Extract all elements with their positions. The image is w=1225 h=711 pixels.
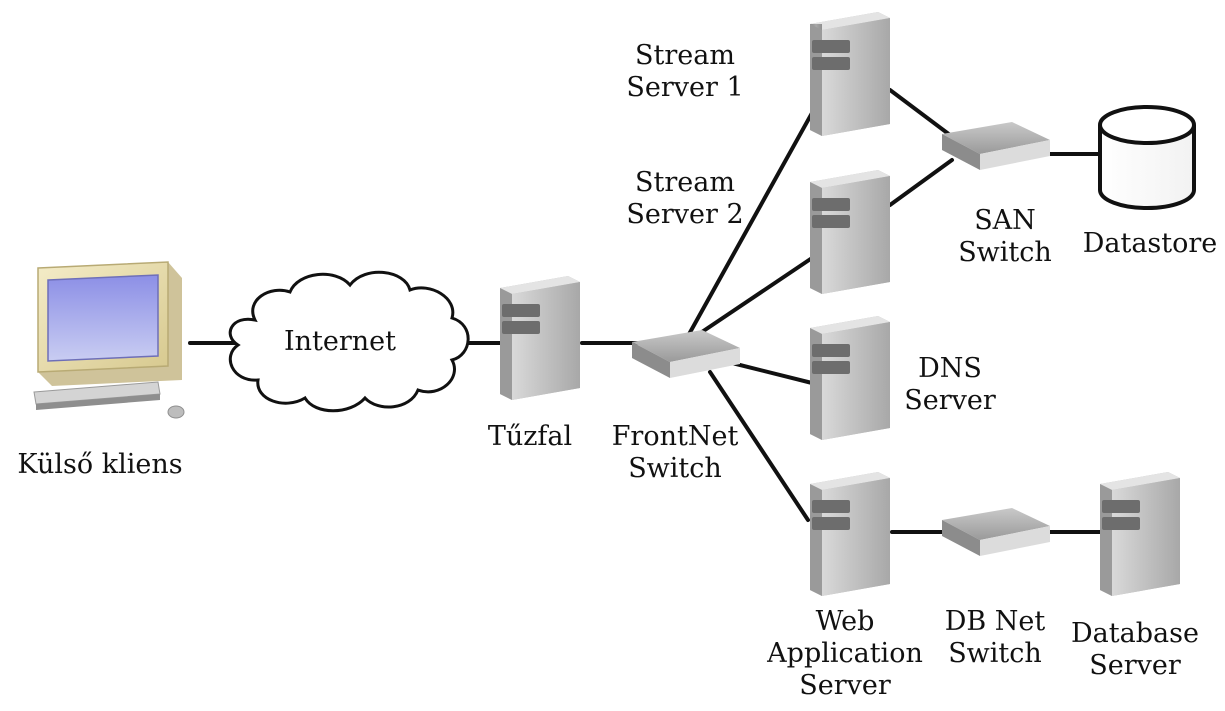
external-client-label: Külső kliens [0, 449, 200, 481]
connections [188, 88, 1102, 534]
link-frontnet-stream2 [688, 256, 814, 342]
label-line: Stream [635, 167, 735, 198]
label-line: Külső kliens [17, 449, 183, 480]
label-line: Database [1071, 618, 1199, 649]
cloud-icon [228, 270, 470, 413]
san-switch-label: SAN Switch [945, 205, 1065, 269]
label-line: SAN [974, 205, 1036, 236]
label-line: FrontNet [611, 421, 739, 452]
link-frontnet-dns [726, 360, 814, 385]
switch-icon [942, 508, 1050, 556]
computer-icon [33, 261, 185, 419]
label-line: Server [799, 670, 891, 701]
label-line: Stream [635, 40, 735, 71]
label-line: Internet [283, 326, 396, 357]
dns-server-label: DNS Server [890, 353, 1010, 417]
link-frontnet-stream1 [686, 111, 814, 338]
label-line: Datastore [1082, 228, 1218, 259]
datastore-label: Datastore [1075, 228, 1225, 260]
label-line: Switch [628, 453, 722, 484]
datastore-icon [1098, 105, 1196, 210]
server-icon [810, 316, 890, 440]
stream-server-1-label: Stream Server 1 [615, 40, 755, 104]
frontnet-switch-label: FrontNet Switch [595, 421, 755, 485]
server-icon [810, 170, 890, 294]
firewall-server-icon [500, 276, 580, 400]
switch-icon [942, 122, 1050, 170]
link-frontnet-webapp [708, 370, 810, 522]
label-line: Server [904, 385, 996, 416]
internet-label: Internet [265, 326, 415, 358]
database-server-label: Database Server [1060, 618, 1210, 682]
switch-icon [632, 330, 740, 378]
label-line: Switch [948, 638, 1042, 669]
server-icon [810, 12, 890, 136]
label-line: Server 1 [626, 72, 744, 103]
link-stream2-san [888, 158, 954, 207]
server-icon [1100, 472, 1180, 596]
stream-server-2-label: Stream Server 2 [615, 167, 755, 231]
label-line: Server [1089, 650, 1181, 681]
server-icon [810, 472, 890, 596]
label-line: DB Net [944, 606, 1046, 637]
label-line: DNS [918, 353, 982, 384]
label-line: Switch [958, 237, 1052, 268]
web-app-server-label: Web Application Server [760, 606, 930, 702]
link-stream1-san [888, 88, 952, 137]
label-line: Tűzfal [487, 421, 573, 452]
label-line: Server 2 [626, 199, 744, 230]
label-line: Web [815, 606, 875, 637]
db-net-switch-label: DB Net Switch [925, 606, 1065, 670]
firewall-label: Tűzfal [470, 421, 590, 453]
label-line: Application [767, 638, 923, 669]
